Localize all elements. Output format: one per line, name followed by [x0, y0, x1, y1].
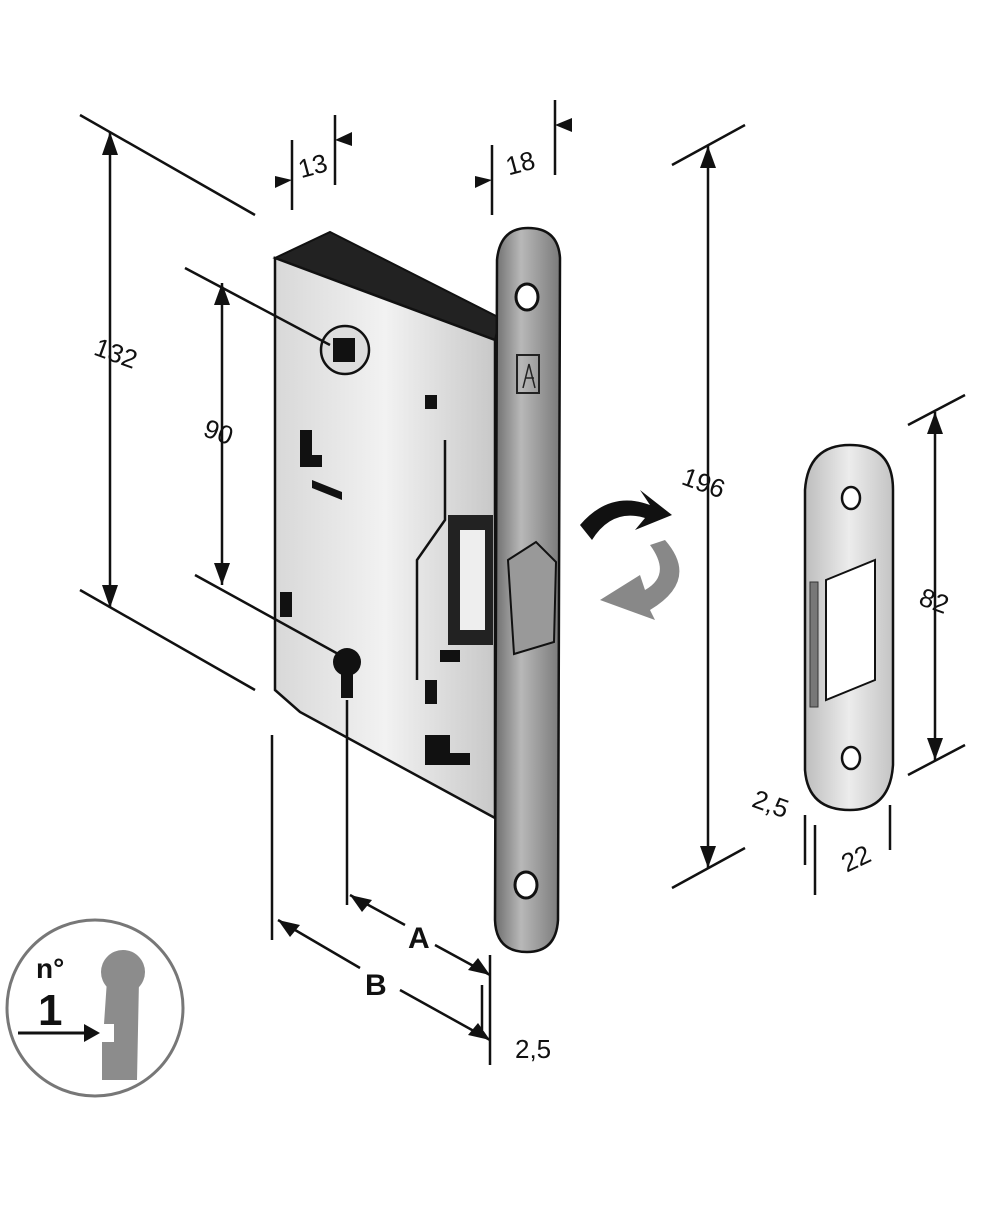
faceplate [493, 226, 562, 954]
dim-label-82: 82 [915, 582, 952, 620]
strike-plate [803, 443, 895, 812]
dim-label-strike-thickness: 2,5 [749, 784, 793, 825]
screw-hole-bottom [513, 870, 539, 900]
badge-number: 1 [38, 986, 62, 1035]
dim-label-22: 22 [836, 839, 875, 878]
dim-label-90: 90 [200, 413, 237, 451]
lock-body [272, 230, 502, 821]
latch-bolt [506, 540, 558, 656]
screw-hole-top [514, 282, 540, 312]
brand-logo [516, 354, 540, 394]
keyhole-type-badge: n° 1 [5, 918, 185, 1098]
dim-label-13: 13 [295, 148, 331, 184]
dimension-lines [79, 100, 966, 1065]
dim-label-18: 18 [502, 145, 538, 181]
dimension-arrowheads [102, 118, 943, 1040]
dim-label-196: 196 [678, 461, 729, 504]
dim-label-a: A [408, 922, 430, 955]
reversible-latch-arrows-icon [580, 490, 680, 620]
badge-prefix: n° [36, 953, 64, 984]
dim-label-b: B [365, 969, 387, 1002]
dim-label-132: 132 [90, 332, 141, 375]
dim-label-faceplate-thickness: 2,5 [515, 1034, 551, 1064]
